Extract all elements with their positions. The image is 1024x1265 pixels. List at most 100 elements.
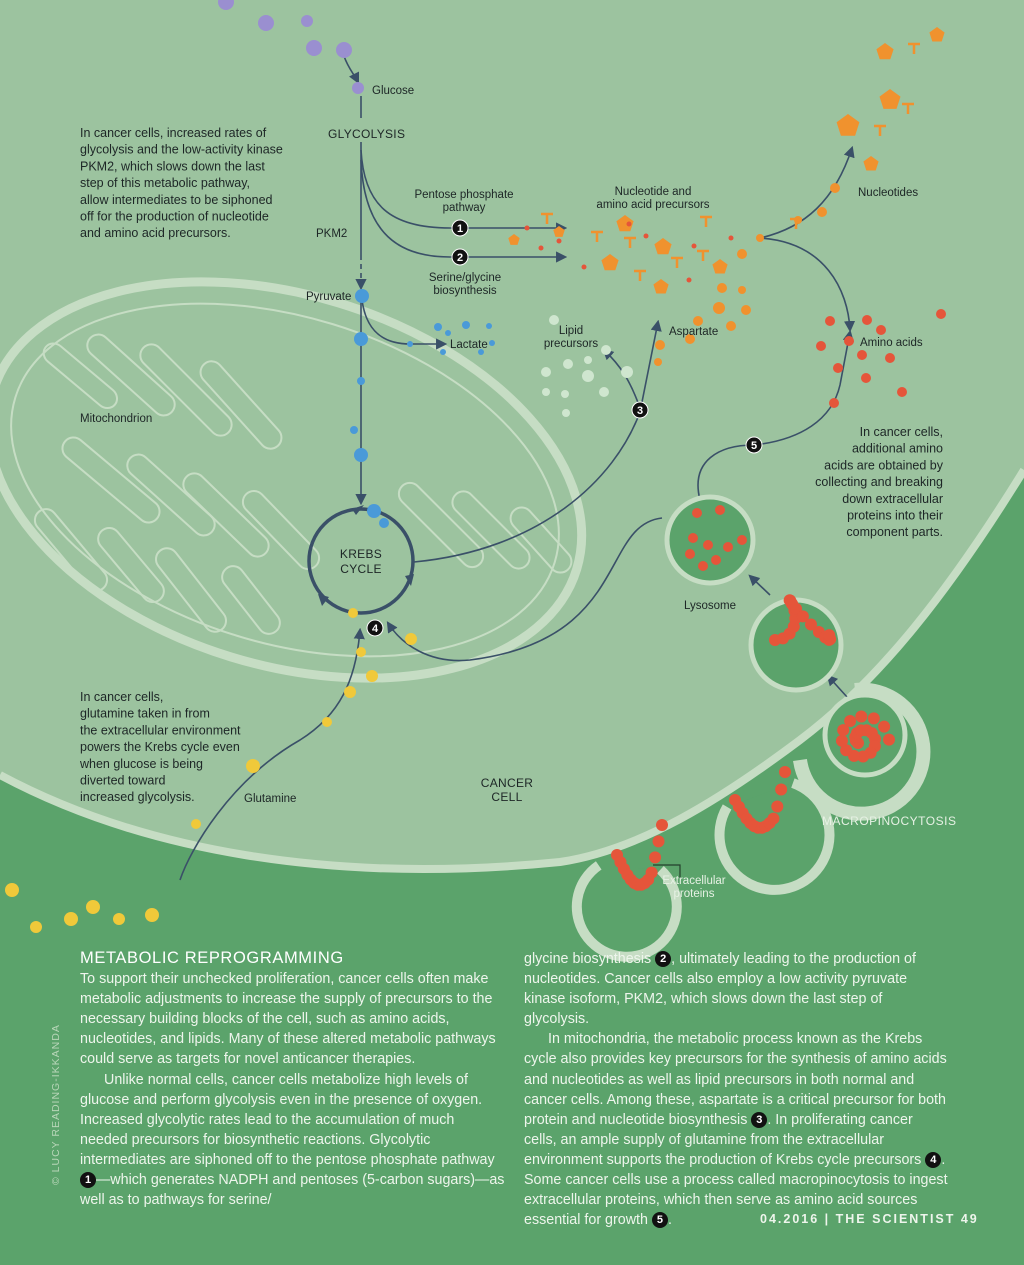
precursors-label: amino acid precursors — [596, 199, 709, 211]
protein-bead — [698, 561, 708, 571]
precursor-molecule — [726, 321, 736, 331]
precursor-molecule — [655, 340, 665, 350]
amino-acid-molecule — [844, 336, 854, 346]
fragment-molecule — [728, 235, 734, 241]
amino-acid-molecule — [833, 363, 843, 373]
protein-bead — [645, 866, 658, 879]
svg-text:2: 2 — [457, 252, 463, 264]
glucose-molecule — [218, 0, 234, 10]
annotation-line: glutamine taken in from — [80, 707, 210, 721]
glucose-molecule — [352, 82, 364, 94]
lipid-molecule — [561, 390, 569, 398]
badge-3: 3 — [631, 401, 649, 419]
annotation-line: allow intermediates to be siphoned — [80, 193, 273, 207]
article-column-2: glycine biosynthesis 2, ultimately leadi… — [524, 949, 949, 1230]
badge-2: 2 — [451, 248, 469, 266]
pentose-label: pathway — [443, 202, 486, 214]
lipid-molecule — [562, 409, 570, 417]
glutamine-molecule — [344, 686, 356, 698]
amino-acid-molecule — [857, 350, 867, 360]
crista — [97, 526, 165, 604]
cell-membrane — [0, 467, 1024, 873]
precursor-molecule — [738, 286, 746, 294]
crista — [451, 490, 531, 570]
glutamine-molecule — [405, 633, 417, 645]
article-title: METABOLIC REPROGRAMMING — [80, 949, 344, 967]
glutamine-molecule — [246, 759, 260, 773]
lysosome — [664, 494, 756, 586]
annotation-line: when glucose is being — [79, 757, 203, 771]
fragment-molecule — [556, 238, 562, 244]
annotation-line: step of this metabolic pathway, — [80, 176, 250, 190]
annotation-line: In cancer cells, increased rates of — [80, 126, 267, 140]
krebs-cycle-ring — [307, 507, 415, 615]
pyruvate-molecule — [440, 349, 446, 355]
fragment-molecule — [643, 233, 649, 239]
page-footer: 04.2016 | THE SCIENTIST 49 — [760, 1212, 979, 1226]
crista — [221, 565, 281, 635]
protein-bead — [692, 508, 702, 518]
crista — [154, 547, 228, 633]
lactate-label: Lactate — [450, 339, 488, 351]
protein-bead — [771, 800, 784, 813]
amino-acid-molecule — [816, 341, 826, 351]
annotation-line: glycolysis and the low-activity kinase — [80, 143, 283, 157]
protein-bead — [855, 710, 868, 723]
protein-bead — [715, 505, 725, 515]
pyruvate-molecule — [379, 518, 389, 528]
amino-precursor-molecule — [541, 212, 553, 224]
amino-precursor-molecule — [624, 236, 636, 248]
precursor-molecule — [654, 358, 662, 366]
amino-acid-molecule — [936, 309, 946, 319]
precursor-molecule — [737, 249, 747, 259]
glucose-label: Glucose — [372, 85, 414, 97]
pentose-molecule — [654, 238, 672, 255]
crista — [139, 343, 233, 437]
crista — [199, 360, 283, 450]
badge-5-inline: 5 — [651, 1212, 668, 1229]
mitochondrion-label: Mitochondrion — [80, 413, 152, 425]
annotation-line: collecting and breaking — [815, 475, 943, 489]
pentose-molecule — [879, 89, 901, 109]
precursor-molecule — [713, 302, 725, 314]
svg-text:3: 3 — [637, 405, 643, 417]
lipid-molecule — [599, 387, 609, 397]
annotation-line: additional amino — [852, 442, 943, 456]
crista — [182, 472, 270, 558]
svg-text:1: 1 — [457, 223, 463, 235]
lipid-molecule — [621, 366, 633, 378]
amino-precursor-molecule — [908, 42, 920, 54]
amino-precursor-molecule — [591, 230, 603, 242]
article-paragraph: glycine biosynthesis 2, ultimately leadi… — [524, 951, 916, 1028]
protein-bead — [652, 835, 665, 848]
pyruvate-molecule — [407, 341, 413, 347]
annotation-line: component parts. — [846, 525, 943, 539]
fragment-molecule — [524, 225, 530, 231]
amino-precursor-molecule — [790, 217, 802, 229]
badge-4-inline: 4 — [925, 1151, 942, 1168]
protein-bead — [685, 549, 695, 559]
extracellular-label: proteins — [674, 888, 715, 900]
protein-bead — [737, 535, 747, 545]
glutamine-molecule — [356, 647, 366, 657]
pyruvate-molecule — [367, 504, 381, 518]
lipid-molecule — [582, 370, 594, 382]
protein-bead — [649, 851, 662, 864]
pentose-molecule — [863, 156, 879, 171]
amino-precursor-molecule — [671, 256, 683, 268]
annotation-glycolysis: In cancer cells, increased rates of glyco… — [80, 126, 283, 240]
pyruvate-molecule — [355, 289, 369, 303]
lipid-label: Lipid — [559, 325, 583, 337]
protein-bead — [703, 540, 713, 550]
annotation-line: proteins into their — [847, 509, 943, 523]
amino-precursor-molecule — [634, 269, 646, 281]
amino-precursor-molecule — [700, 215, 712, 227]
annotation-line: down extracellular — [842, 492, 943, 506]
krebs-label: CYCLE — [340, 562, 382, 576]
glutamine-label: Glutamine — [244, 793, 296, 805]
protein-bead — [823, 629, 836, 642]
amino-acid-molecule — [829, 398, 839, 408]
protein-bead — [767, 812, 780, 825]
serine-label: biosynthesis — [433, 285, 497, 297]
pkm2-label: PKM2 — [316, 228, 347, 240]
